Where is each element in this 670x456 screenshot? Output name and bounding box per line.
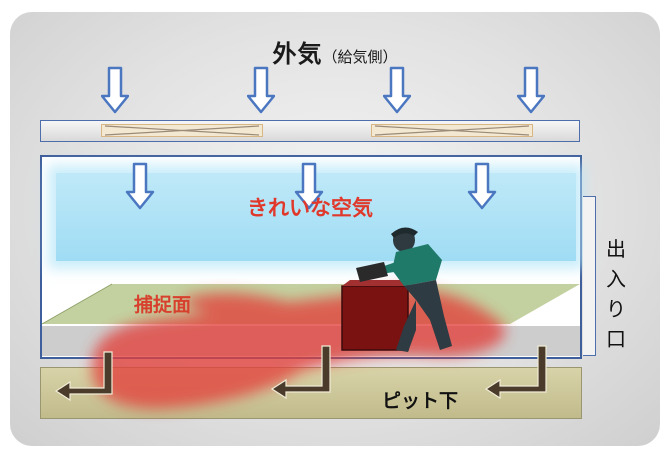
entrance-char: 口 bbox=[606, 327, 626, 351]
entrance-char: り bbox=[606, 297, 626, 321]
clean-air-label: きれいな空気 bbox=[247, 196, 373, 220]
bent-arrow-icon bbox=[484, 345, 547, 400]
worker-figure-icon bbox=[356, 227, 452, 352]
filter-vent-icon bbox=[371, 124, 533, 137]
down-arrow-icon bbox=[517, 66, 545, 114]
down-arrow-icon bbox=[294, 162, 324, 210]
filter-vent-icon bbox=[101, 124, 263, 137]
entrance-door bbox=[583, 196, 596, 356]
down-arrow-icon bbox=[467, 162, 497, 210]
capture-surface-label: 捕捉面 bbox=[134, 294, 192, 316]
down-arrow-icon bbox=[247, 66, 275, 114]
bent-arrow-icon bbox=[54, 351, 113, 402]
work-piece-box bbox=[341, 285, 409, 351]
title-main: 外気 bbox=[272, 40, 323, 68]
entrance-char: 入 bbox=[606, 267, 626, 291]
title-sub: （給気側） bbox=[322, 48, 398, 66]
bent-arrow-icon bbox=[270, 345, 331, 400]
diagram-title: 外気（給気側） bbox=[0, 34, 670, 69]
down-arrow-icon bbox=[383, 66, 411, 114]
ceiling-filter-bar bbox=[40, 120, 580, 142]
entrance-label: 出 入 り 口 bbox=[601, 234, 631, 354]
down-arrow-icon bbox=[125, 162, 155, 210]
pit-label: ピット下 bbox=[382, 390, 459, 412]
entrance-char: 出 bbox=[606, 237, 626, 261]
down-arrow-icon bbox=[101, 66, 129, 114]
